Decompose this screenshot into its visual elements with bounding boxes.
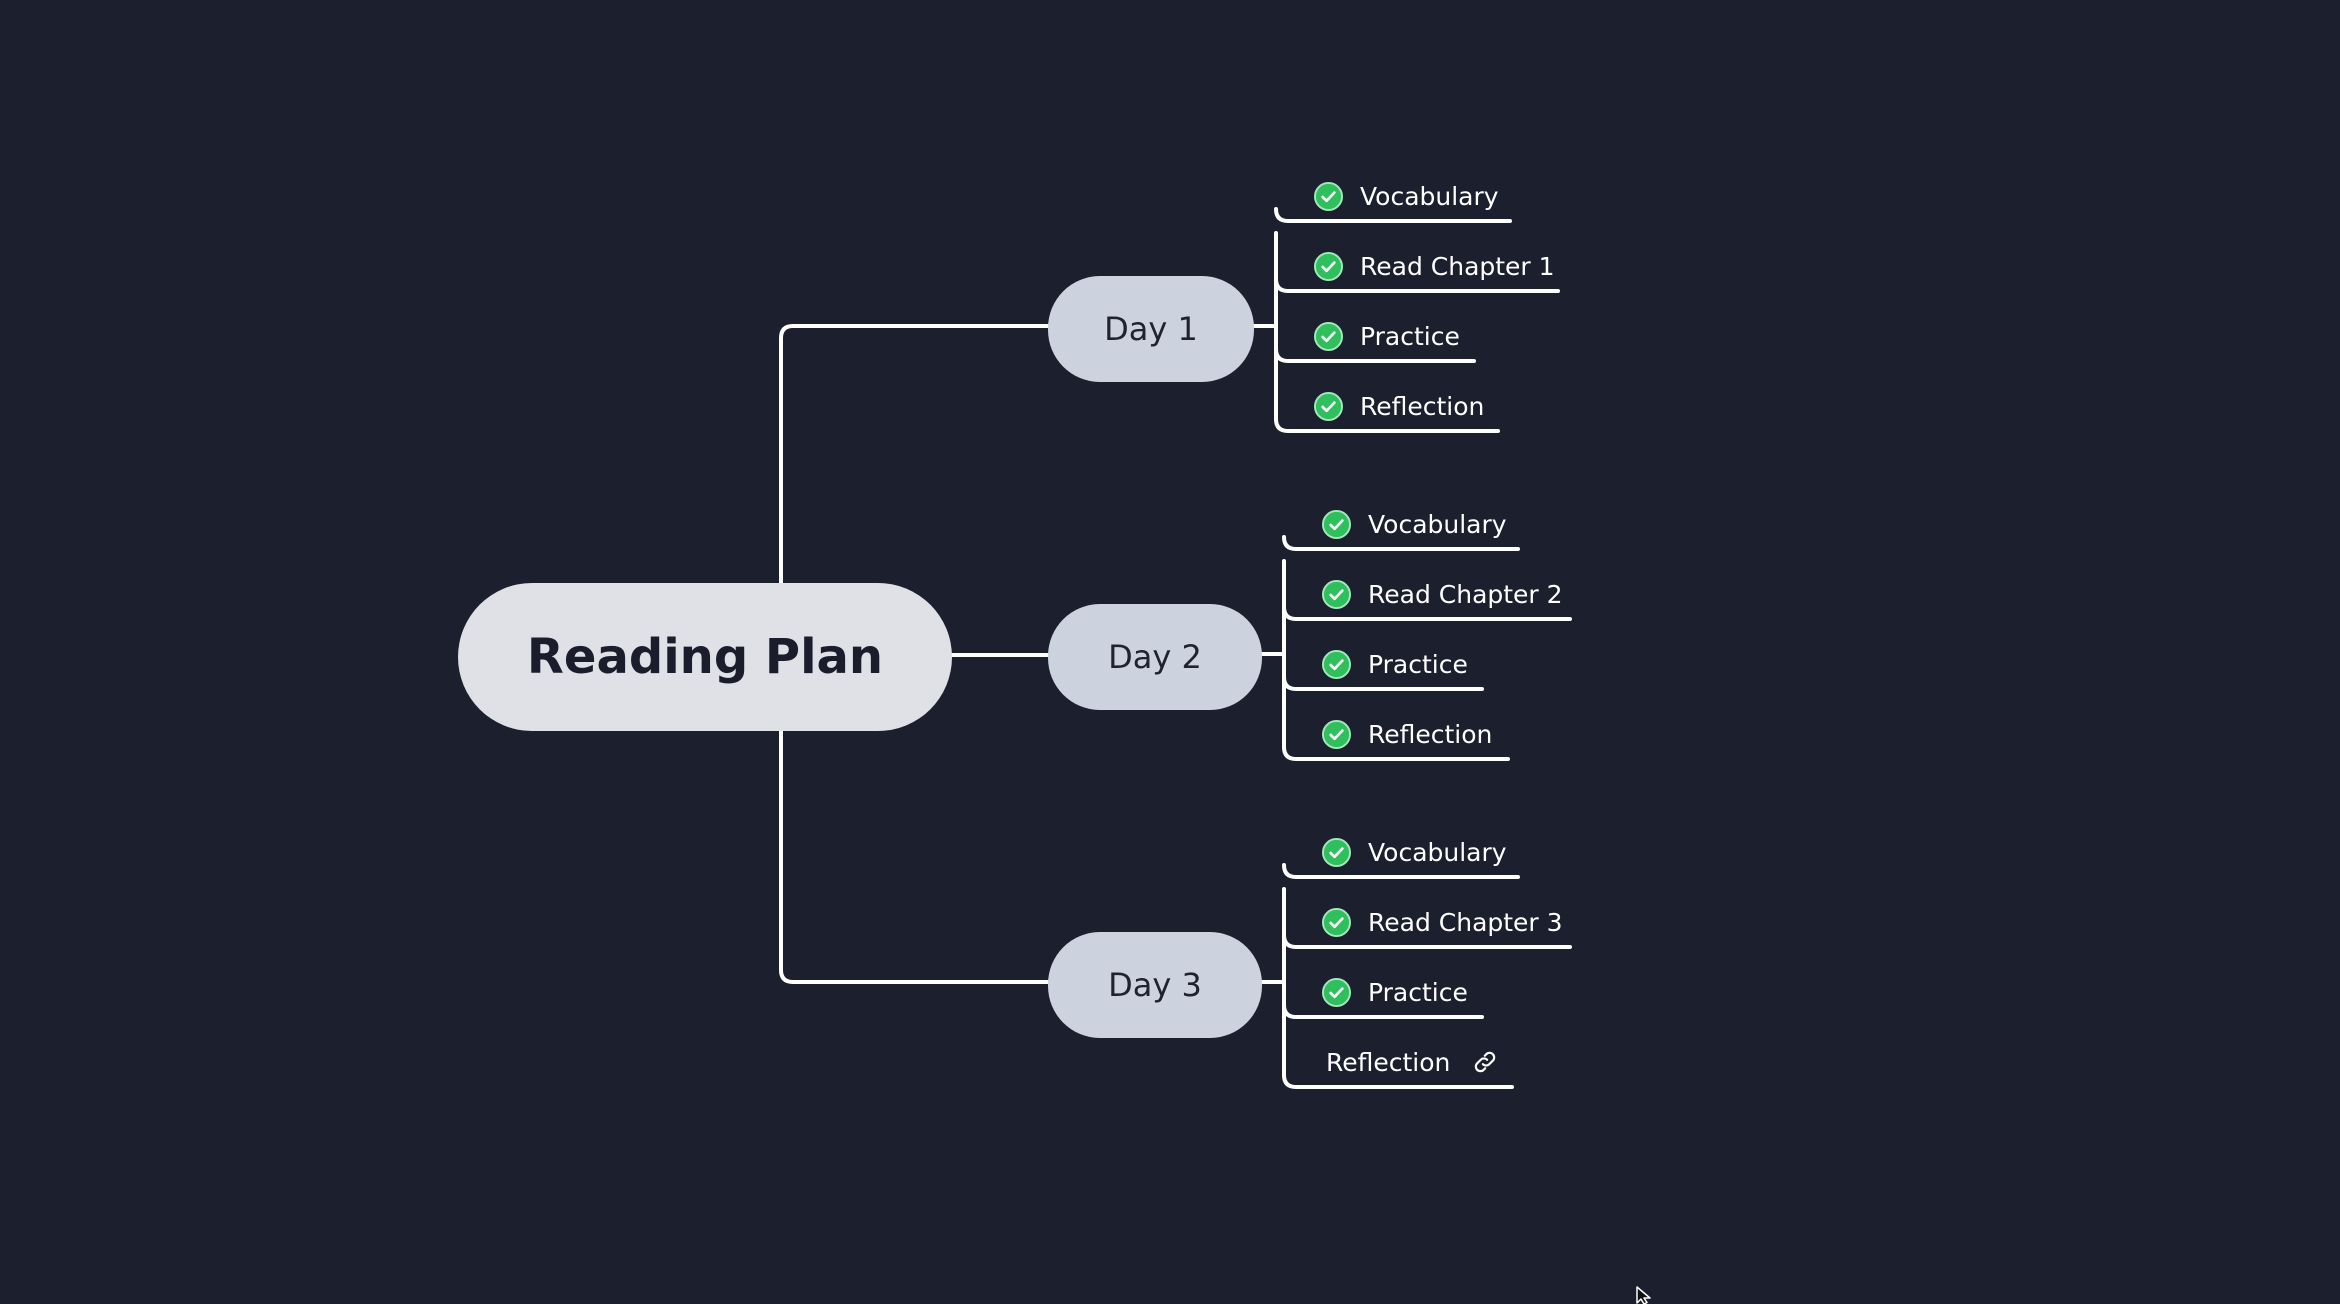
task-label: Read Chapter 1 xyxy=(1360,251,1555,281)
task-day3-read-chapter[interactable]: Read Chapter 3 xyxy=(1322,902,1563,942)
connector-day2-task-1 xyxy=(1282,535,1520,551)
task-label: Vocabulary xyxy=(1360,181,1499,211)
day-label: Day 1 xyxy=(1104,310,1198,348)
day-node-2[interactable]: Day 2 xyxy=(1048,604,1262,710)
task-label: Practice xyxy=(1368,649,1468,679)
link-icon[interactable] xyxy=(1472,1049,1498,1075)
day-node-3[interactable]: Day 3 xyxy=(1048,932,1262,1038)
connector-day2-task-4 xyxy=(1282,745,1510,761)
task-day1-vocabulary[interactable]: Vocabulary xyxy=(1314,176,1499,216)
connector-day3-task-2 xyxy=(1282,933,1572,949)
day-node-1[interactable]: Day 1 xyxy=(1048,276,1254,382)
task-day2-reflection[interactable]: Reflection xyxy=(1322,714,1492,754)
check-circle-icon xyxy=(1314,321,1343,351)
task-day3-practice[interactable]: Practice xyxy=(1322,972,1468,1012)
task-label: Reflection xyxy=(1368,719,1493,749)
check-circle-icon xyxy=(1322,649,1351,679)
task-label: Vocabulary xyxy=(1368,509,1507,539)
connector-day1-task-3 xyxy=(1274,347,1476,363)
check-circle-icon xyxy=(1322,837,1351,867)
task-day2-read-chapter[interactable]: Read Chapter 2 xyxy=(1322,574,1563,614)
day-label: Day 2 xyxy=(1108,638,1202,676)
task-label: Read Chapter 2 xyxy=(1368,579,1563,609)
task-label: Reflection xyxy=(1326,1047,1451,1077)
connector-day3-task-1 xyxy=(1282,863,1520,879)
connector-day1-task-1 xyxy=(1274,207,1512,223)
central-topic-reading-plan[interactable]: Reading Plan xyxy=(458,583,952,731)
connector-day1-task-4 xyxy=(1274,417,1500,433)
connector-central-day1 xyxy=(779,324,1050,585)
check-circle-icon xyxy=(1322,907,1351,937)
connector-day2-task-3 xyxy=(1282,675,1484,691)
connector-day1-task-2 xyxy=(1274,277,1560,293)
task-day1-practice[interactable]: Practice xyxy=(1314,316,1460,356)
task-label: Read Chapter 3 xyxy=(1368,907,1563,937)
check-circle-icon xyxy=(1322,977,1351,1007)
connector-day3-task-3 xyxy=(1282,1003,1484,1019)
check-circle-icon xyxy=(1314,181,1343,211)
check-circle-icon xyxy=(1322,579,1351,609)
task-day2-practice[interactable]: Practice xyxy=(1322,644,1468,684)
task-day3-vocabulary[interactable]: Vocabulary xyxy=(1322,832,1507,872)
task-label: Practice xyxy=(1360,321,1460,351)
task-day1-reflection[interactable]: Reflection xyxy=(1314,386,1484,426)
mouse-cursor-icon xyxy=(1636,1286,1651,1304)
check-circle-icon xyxy=(1314,391,1343,421)
connector-day2-task-2 xyxy=(1282,605,1572,621)
connector-day3-task-4 xyxy=(1282,1073,1514,1089)
task-day1-read-chapter[interactable]: Read Chapter 1 xyxy=(1314,246,1555,286)
task-label: Practice xyxy=(1368,977,1468,1007)
central-topic-label: Reading Plan xyxy=(526,629,884,685)
task-label: Vocabulary xyxy=(1368,837,1507,867)
check-circle-icon xyxy=(1314,251,1343,281)
task-day2-vocabulary[interactable]: Vocabulary xyxy=(1322,504,1507,544)
check-circle-icon xyxy=(1322,719,1351,749)
task-day3-reflection[interactable]: Reflection xyxy=(1326,1042,1498,1082)
task-label: Reflection xyxy=(1360,391,1485,421)
connector-central-day3 xyxy=(779,729,1050,984)
day-label: Day 3 xyxy=(1108,966,1202,1004)
check-circle-icon xyxy=(1322,509,1351,539)
